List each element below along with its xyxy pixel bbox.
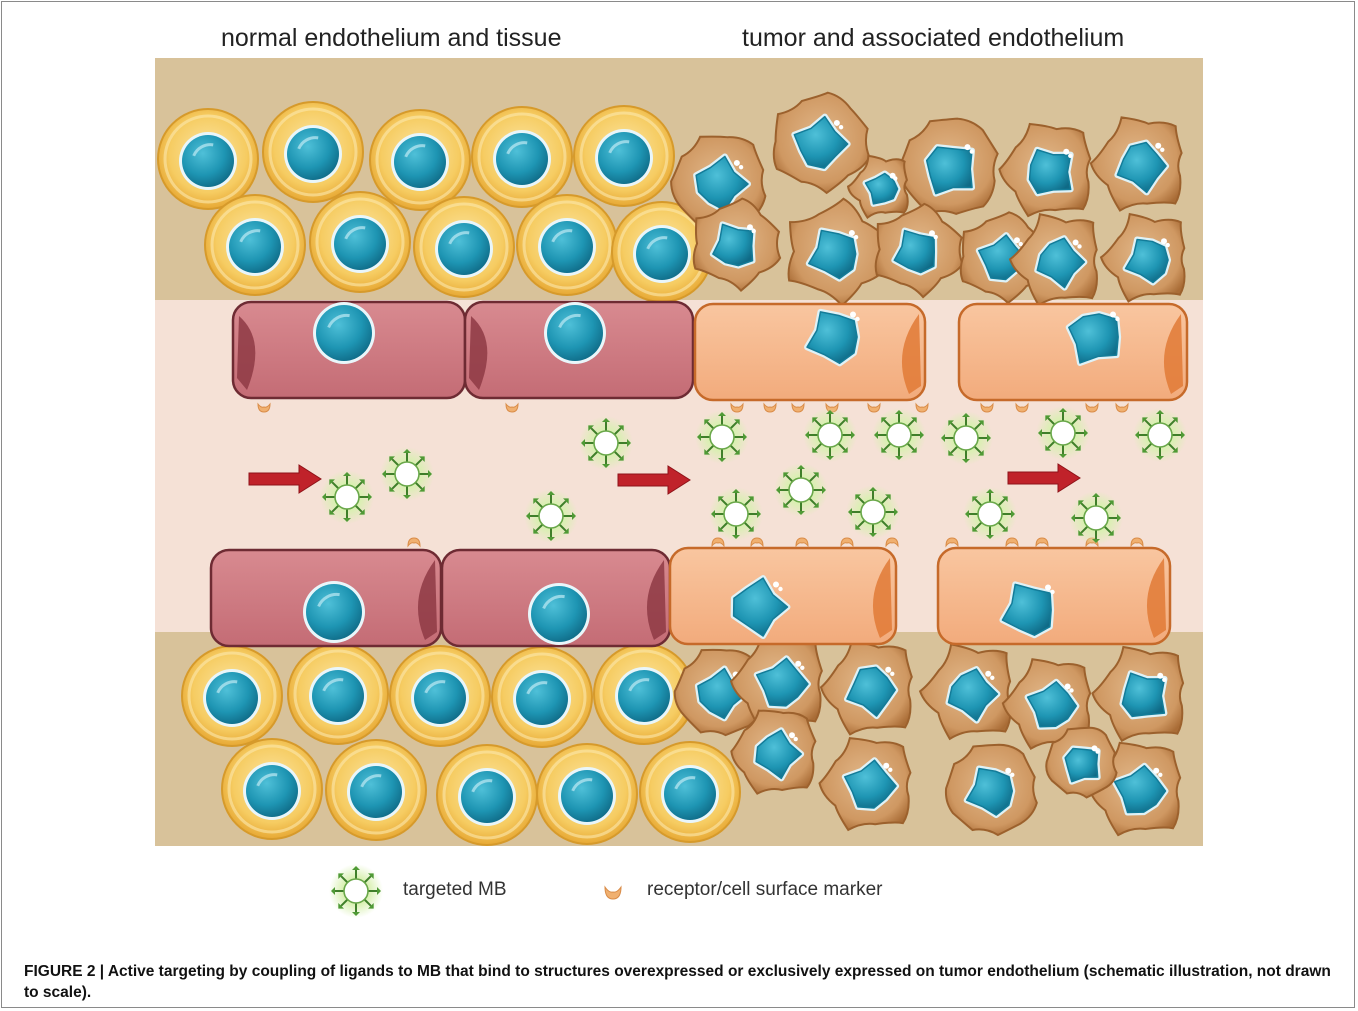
targeted-microbubble <box>1036 406 1090 460</box>
heading-tumor-tissue: tumor and associated endothelium <box>742 24 1124 53</box>
normal-tissue-cell <box>574 106 674 206</box>
normal-tissue-cell <box>310 192 410 292</box>
nucleus <box>1065 749 1097 782</box>
nucleus <box>229 221 281 273</box>
tumor-endothelial-cell <box>938 548 1170 644</box>
legend-receptor-icon <box>605 887 621 899</box>
targeted-microbubble <box>709 487 763 541</box>
legend-targeted-mb-label: targeted MB <box>403 879 507 901</box>
normal-tissue-cell <box>326 740 426 840</box>
targeted-microbubble <box>579 416 633 470</box>
targeted-microbubble <box>1133 408 1187 462</box>
targeted-microbubble <box>872 408 926 462</box>
normal-endothelial-cell <box>442 550 670 646</box>
nucleus <box>541 221 593 273</box>
normal-tissue-cell <box>158 109 258 209</box>
nucleus <box>306 584 362 640</box>
tumor-endothelial-cell <box>670 548 896 644</box>
nucleus <box>312 670 364 722</box>
normal-tissue-cell <box>263 102 363 202</box>
legend-receptor-label: receptor/cell surface marker <box>647 879 882 901</box>
targeted-microbubble <box>803 408 857 462</box>
targeted-microbubble <box>963 487 1017 541</box>
nucleus <box>664 768 716 820</box>
targeted-microbubble <box>380 447 434 501</box>
targeted-microbubble <box>774 463 828 517</box>
targeted-microbubble <box>846 485 900 539</box>
targeted-microbubble <box>695 410 749 464</box>
nucleus <box>598 132 650 184</box>
normal-endothelial-cell <box>233 302 465 398</box>
normal-tissue-cell <box>414 197 514 297</box>
nucleus <box>531 586 587 642</box>
nucleus <box>438 223 490 275</box>
nucleus <box>246 765 298 817</box>
normal-tissue-cell <box>472 107 572 207</box>
nucleus <box>547 305 603 361</box>
normal-tissue-cell <box>492 647 592 747</box>
nucleus <box>496 133 548 185</box>
nucleus <box>182 135 234 187</box>
nucleus <box>1030 150 1071 194</box>
nucleus <box>561 770 613 822</box>
nucleus <box>618 670 670 722</box>
normal-tissue-cell <box>390 646 490 746</box>
tumor-endothelial-cell <box>695 304 925 400</box>
nucleus <box>394 136 446 188</box>
normal-endothelial-cell <box>465 302 693 398</box>
nucleus <box>414 672 466 724</box>
nucleus <box>516 673 568 725</box>
normal-tissue-cell <box>517 195 617 295</box>
nucleus <box>287 128 339 180</box>
nucleus <box>350 766 402 818</box>
nucleus <box>334 218 386 270</box>
figure-caption: FIGURE 2 | Active targeting by coupling … <box>24 961 1334 1003</box>
normal-tissue-cell <box>437 745 537 845</box>
targeted-microbubble <box>1069 491 1123 545</box>
tumor-endothelial-cell <box>959 304 1187 400</box>
nucleus <box>636 228 688 280</box>
normal-tissue-cell <box>222 739 322 839</box>
normal-tissue-cell <box>640 742 740 842</box>
legend-microbubble-icon <box>329 864 383 918</box>
targeted-microbubble <box>524 489 578 543</box>
normal-tissue-cell <box>370 110 470 210</box>
nucleus <box>206 672 258 724</box>
nucleus <box>927 147 972 194</box>
nucleus <box>316 305 372 361</box>
normal-tissue-cell <box>288 644 388 744</box>
normal-tissue-cell <box>182 646 282 746</box>
targeted-microbubble <box>939 411 993 465</box>
normal-endothelial-cell <box>211 550 441 646</box>
heading-normal-tissue: normal endothelium and tissue <box>221 24 561 53</box>
nucleus <box>1122 673 1164 716</box>
nucleus <box>461 771 513 823</box>
normal-tissue-cell <box>537 744 637 844</box>
targeted-microbubble <box>320 470 374 524</box>
normal-tissue-cell <box>205 195 305 295</box>
